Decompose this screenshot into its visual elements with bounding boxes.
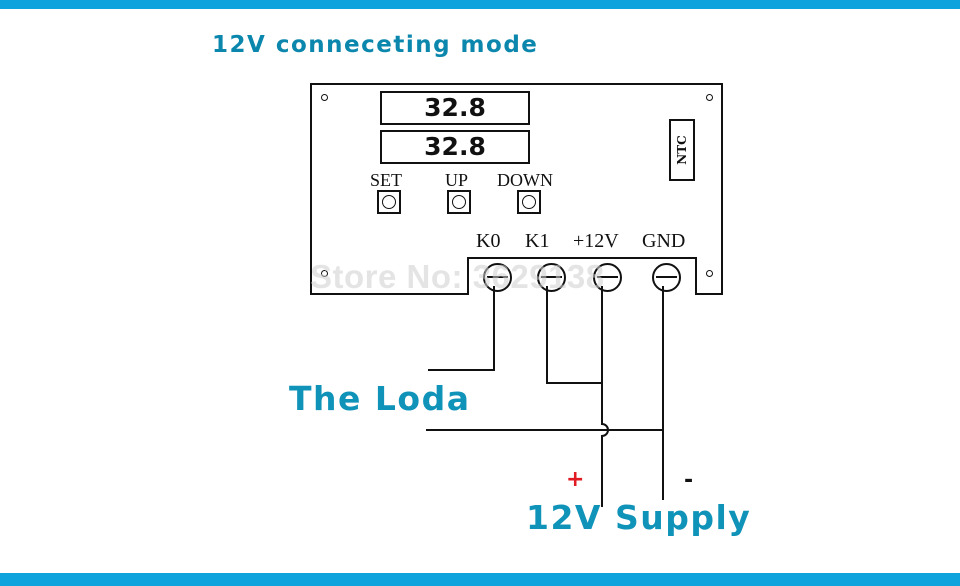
temperature-display-bottom: 32.8	[380, 130, 530, 164]
down-button-label: DOWN	[497, 170, 553, 190]
plus-sign: +	[566, 467, 585, 492]
minus-sign: -	[684, 468, 694, 493]
screw-terminal-gnd	[652, 263, 681, 292]
ntc-sensor-connector: NTC	[669, 119, 695, 181]
terminal-label-k1: K1	[525, 230, 550, 252]
set-button-label: SET	[370, 170, 403, 190]
diagram-title: 12V conneceting mode	[212, 32, 539, 58]
wire-12v-to-supply	[601, 286, 609, 507]
up-button[interactable]	[447, 190, 471, 214]
mounting-hole-top-left	[321, 94, 328, 101]
mounting-hole-top-right	[706, 94, 713, 101]
set-button[interactable]	[377, 190, 401, 214]
terminal-block	[467, 257, 697, 295]
up-button-label: UP	[445, 170, 469, 190]
screw-terminal-12v	[593, 263, 622, 292]
wire-k1-to-12v	[546, 286, 602, 384]
mounting-hole-bottom-right	[706, 270, 713, 277]
top-band	[0, 0, 960, 9]
terminal-label-12v: +12V	[573, 230, 619, 252]
wire-k0-to-load	[428, 286, 495, 371]
screw-terminal-k1	[537, 263, 566, 292]
supply-label: 12V Supply	[526, 498, 752, 537]
screw-terminal-k0	[483, 263, 512, 292]
store-watermark: Store No: 3629138	[310, 258, 605, 295]
temperature-display-top: 32.8	[380, 91, 530, 125]
down-button[interactable]	[517, 190, 541, 214]
controller-board: 32.8 32.8 NTC SET UP DOWN K0 K1 +12V GND	[310, 83, 723, 295]
load-label: The Loda	[289, 379, 471, 418]
bottom-band	[0, 573, 960, 586]
terminal-label-k0: K0	[476, 230, 501, 252]
terminal-label-gnd: GND	[642, 230, 686, 252]
mounting-hole-bottom-left	[321, 270, 328, 277]
